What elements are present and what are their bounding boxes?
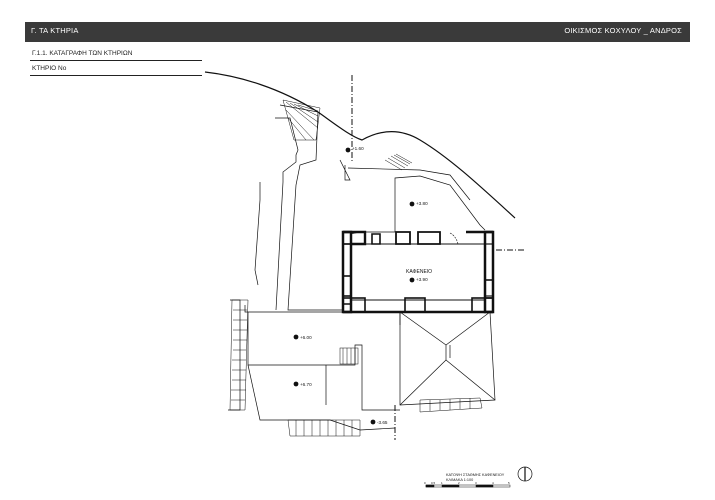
scale-bar: [425, 484, 511, 488]
terrain-curve: [204, 71, 516, 219]
scale-tick: 2: [458, 481, 460, 485]
courtyard-outline: [279, 104, 486, 311]
legend-scale: ΚΛΙΜΑΚΑ 1:100: [446, 478, 473, 482]
lower-yard: [247, 312, 400, 411]
north-arrow-icon: [517, 466, 533, 482]
divider: [30, 75, 202, 76]
scale-tick: 0.5: [431, 481, 436, 485]
lower-terrace: [244, 305, 401, 325]
left-stair-hatch: [229, 299, 249, 411]
hipped-roof: [399, 311, 496, 406]
level-label: +1.60: [352, 146, 364, 151]
level-label: +3.80: [416, 201, 428, 206]
scale-tick: 3: [475, 481, 477, 485]
project-title: ΟΙΚΙΣΜΟΣ ΚΟΧΥΛΟΥ _ ΑΝΔΡΟΣ: [564, 26, 682, 35]
divider: [30, 60, 202, 61]
bottom-right-steps: [419, 397, 483, 413]
scale-tick: 4: [492, 481, 494, 485]
legend-title: ΚΑΤΟΨΗ ΣΤΑΘΜΗΣ ΚΑΦΕΝΕΙΟΥ: [446, 473, 505, 477]
section-title: Γ. ΤΑ ΚΤΗΡΙΑ: [31, 26, 79, 35]
subsection-title: Γ.1.1. ΚΑΤΑΓΡΑΦΗ ΤΩΝ ΚΤΗΡΙΩΝ: [32, 50, 133, 57]
cafe-building: [341, 230, 495, 314]
terrace-wall: [347, 167, 471, 201]
courtyard-inner: [275, 117, 299, 311]
level-label: +6.00: [300, 335, 312, 340]
level-marker: [293, 147, 415, 425]
site-boundary: [254, 182, 261, 286]
level-label: +3.90: [416, 277, 428, 282]
scale-tick: 5: [508, 481, 510, 485]
building-name-label: ΚΑΦΕΝΕΙΟ: [406, 269, 432, 275]
level-label: -3.65: [377, 420, 388, 425]
small-steps-mid: [339, 347, 359, 365]
level-label: +6.70: [300, 382, 312, 387]
title-bar: Γ. ΤΑ ΚΤΗΡΙΑ ΟΙΚΙΣΜΟΣ ΚΟΧΥΛΟΥ _ ΑΝΔΡΟΣ: [25, 22, 690, 42]
lower-terrace-edge: [228, 299, 241, 411]
scale-tick: 0: [424, 481, 426, 485]
scale-tick: 1: [441, 481, 443, 485]
steps-top: [384, 153, 413, 171]
bottom-step-hatch: [287, 419, 361, 437]
courtyard-edge: [339, 159, 351, 181]
building-number-label: ΚΤΗΡΙΟ Νο: [32, 65, 67, 72]
top-stair-hatch: [282, 99, 321, 141]
